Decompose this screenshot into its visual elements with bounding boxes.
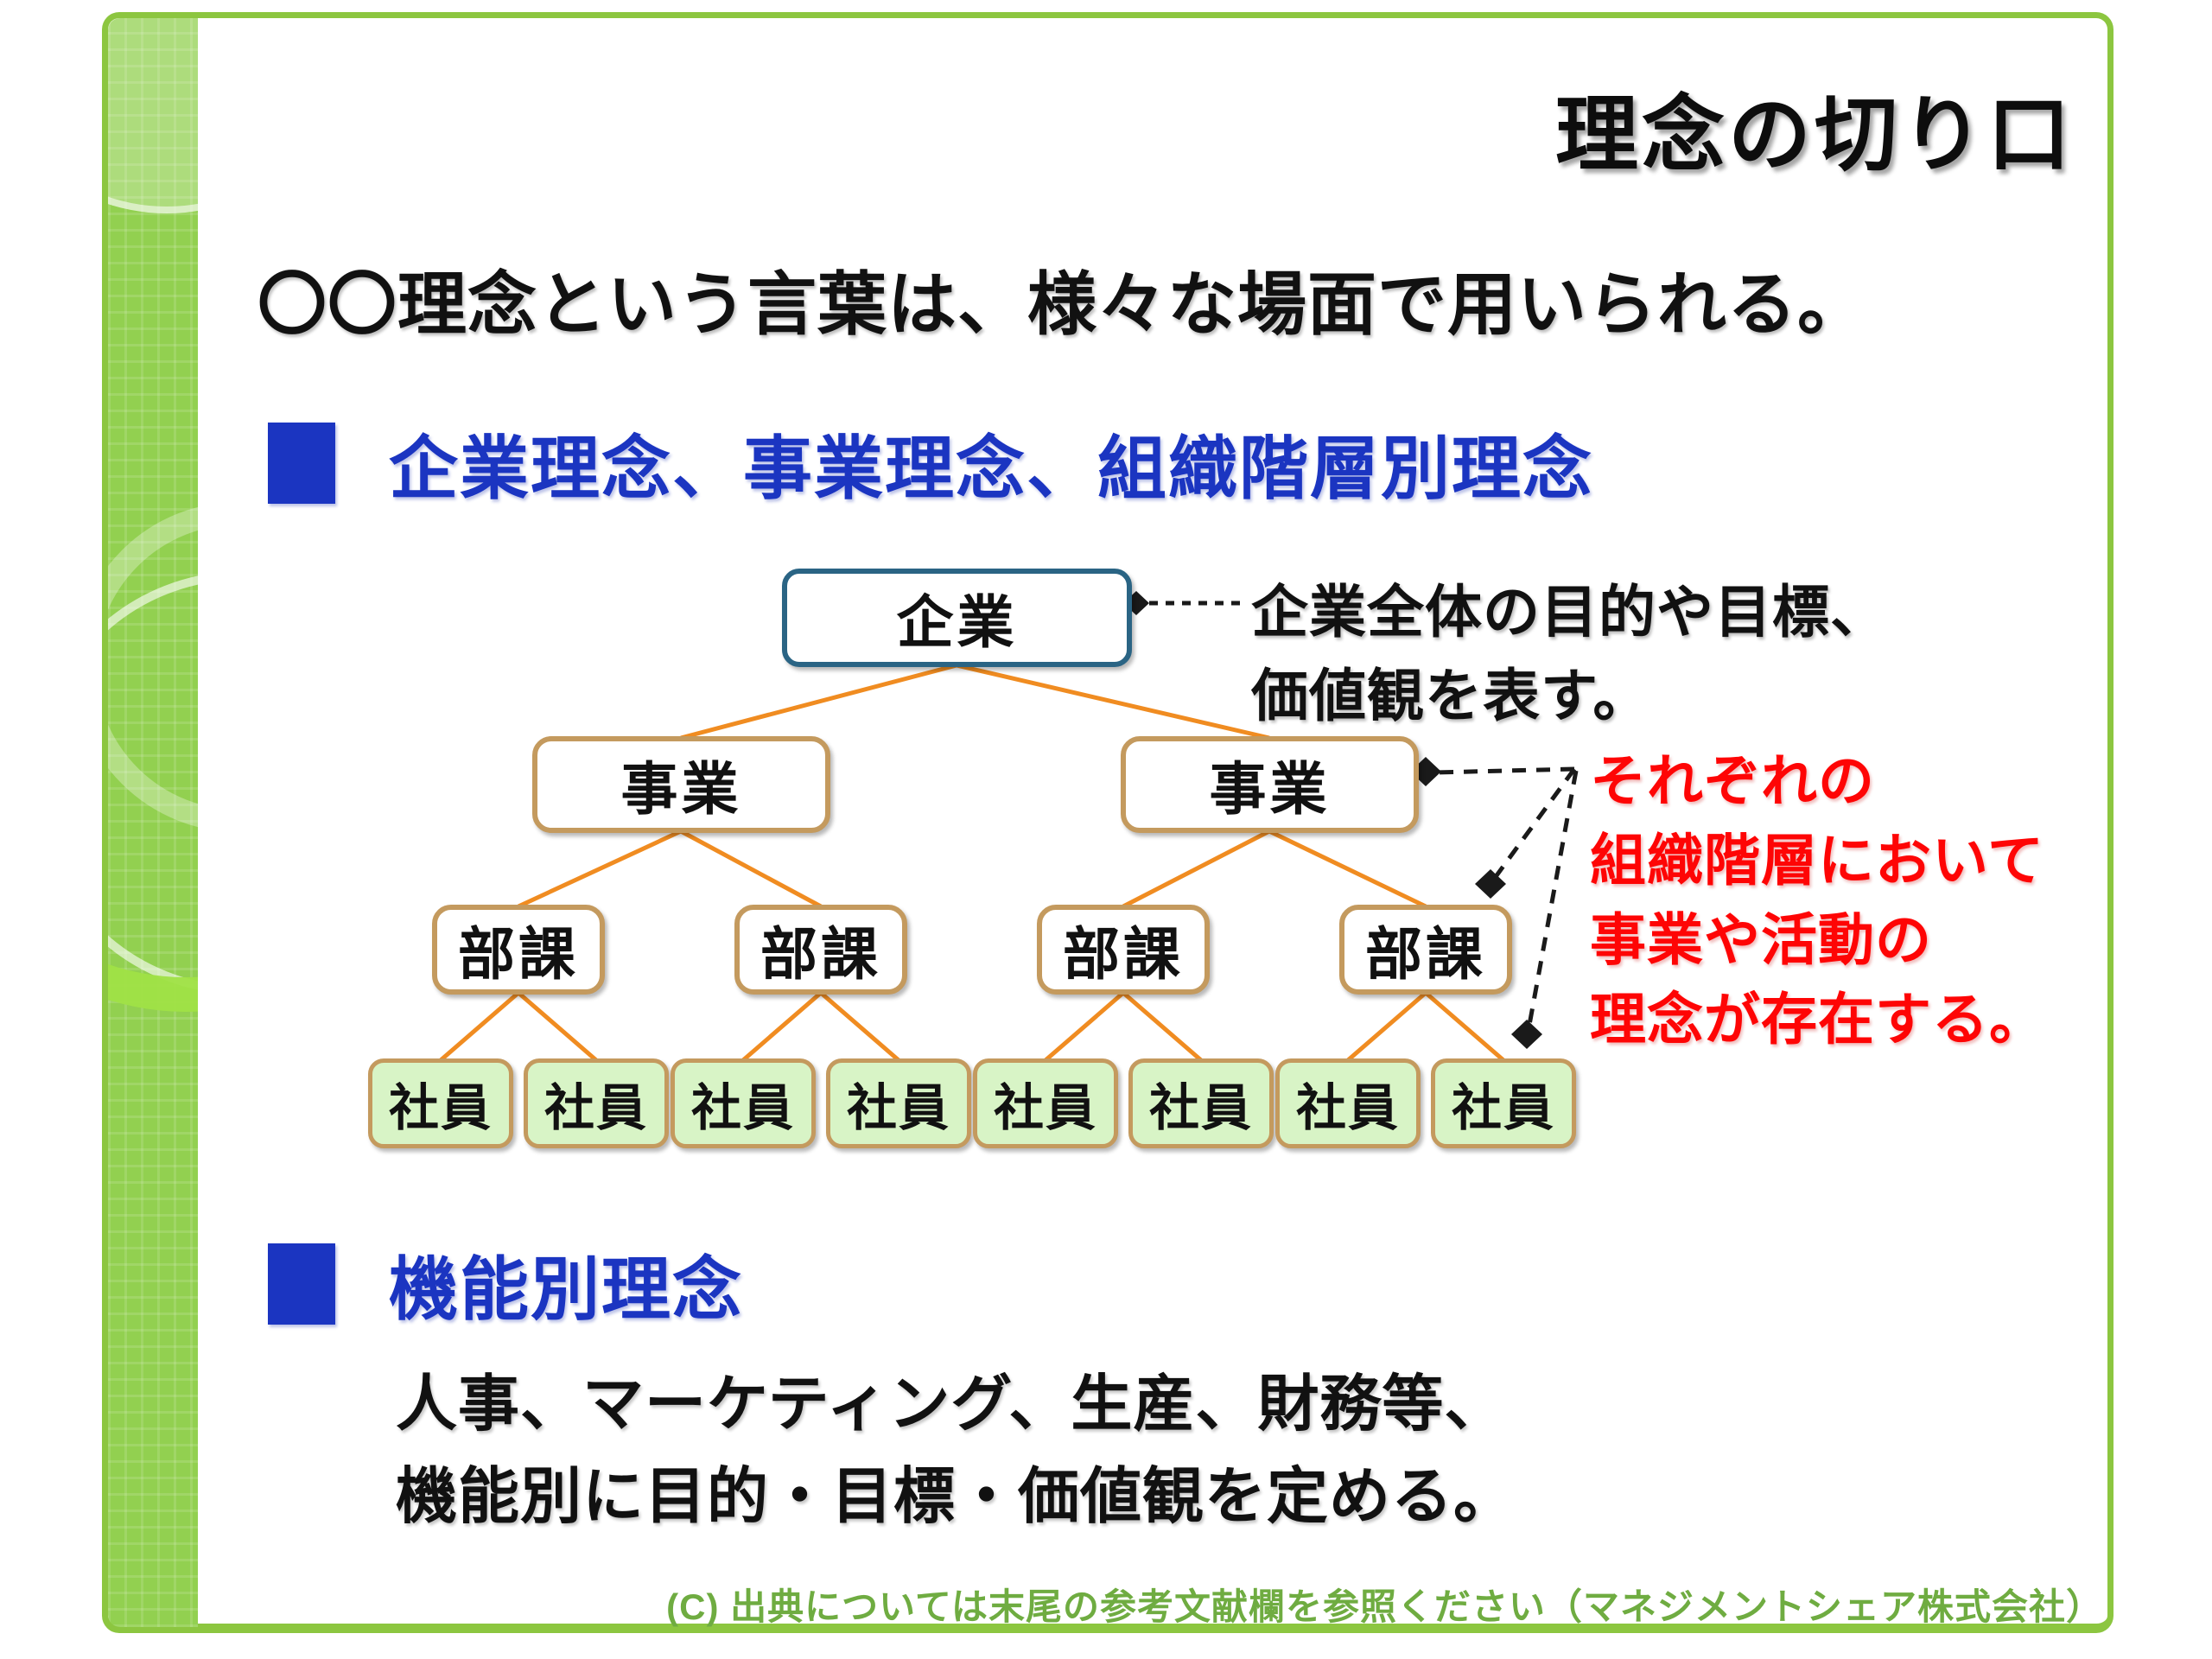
hierarchy-annotation-line: 理念が存在する。 [1590, 988, 2047, 1051]
functional-philosophy-text: 人事、マーケティング、生産、財務等、 機能別に目的・目標・価値観を定める。 [396, 1358, 1516, 1543]
org-node-department: 部課 [734, 905, 907, 995]
org-node-employee: 社員 [524, 1058, 669, 1148]
body-text-line: 人事、マーケティング、生産、財務等、 [396, 1370, 1507, 1439]
org-node-company: 企業 [782, 569, 1132, 667]
hierarchy-annotation-line: それぞれの [1590, 749, 1876, 812]
company-annotation-line: 価値観を表す。 [1251, 664, 1651, 728]
page-title: 理念の切り口 [1555, 89, 2074, 181]
section-heading-org-philosophies: 企業理念、事業理念、組織階層別理念 [268, 413, 1593, 513]
body-text-line: 機能別に目的・目標・価値観を定める。 [396, 1463, 1516, 1531]
org-node-business: 事業 [532, 736, 830, 833]
org-node-employee: 社員 [671, 1058, 816, 1148]
section-heading-functional-philosophy: 機能別理念 [268, 1234, 743, 1334]
copyright-credit: (C) 出典については末尾の参考文献欄を参照ください（マネジメントシェア株式会社… [666, 1586, 2103, 1627]
org-node-employee: 社員 [1275, 1058, 1421, 1148]
org-node-employee: 社員 [973, 1058, 1118, 1148]
org-node-department: 部課 [432, 905, 605, 995]
company-annotation: 企業全体の目的や目標、 価値観を表す。 [1251, 570, 1888, 738]
decorative-side-band [108, 18, 198, 1627]
slide-frame [102, 12, 2113, 1633]
tree-branch-lines [439, 663, 1505, 1062]
hierarchy-annotation: それぞれの 組織階層において 事業や活動の 理念が存在する。 [1590, 741, 2046, 1059]
org-node-employee: 社員 [1431, 1058, 1576, 1148]
org-node-department: 部課 [1037, 905, 1210, 995]
annotation-dashed-lines [1149, 601, 1579, 1026]
org-node-employee: 社員 [826, 1058, 971, 1148]
company-annotation-line: 企業全体の目的や目標、 [1251, 580, 1888, 644]
org-node-employee: 社員 [1128, 1058, 1274, 1148]
hierarchy-annotation-line: 組織階層において [1590, 829, 2045, 892]
intro-sentence: 〇〇理念という言葉は、様々な場面で用いられる。 [257, 266, 1867, 343]
section-heading-label: 機能別理念 [389, 1251, 743, 1328]
square-bullet-icon [268, 423, 335, 504]
square-bullet-icon [268, 1243, 335, 1325]
org-node-business: 事業 [1121, 736, 1419, 833]
org-node-department: 部課 [1339, 905, 1512, 995]
org-node-employee: 社員 [368, 1058, 513, 1148]
section-heading-label: 企業理念、事業理念、組織階層別理念 [389, 430, 1593, 507]
hierarchy-annotation-line: 事業や活動の [1590, 908, 1933, 971]
band-circle-decoration [108, 18, 198, 213]
